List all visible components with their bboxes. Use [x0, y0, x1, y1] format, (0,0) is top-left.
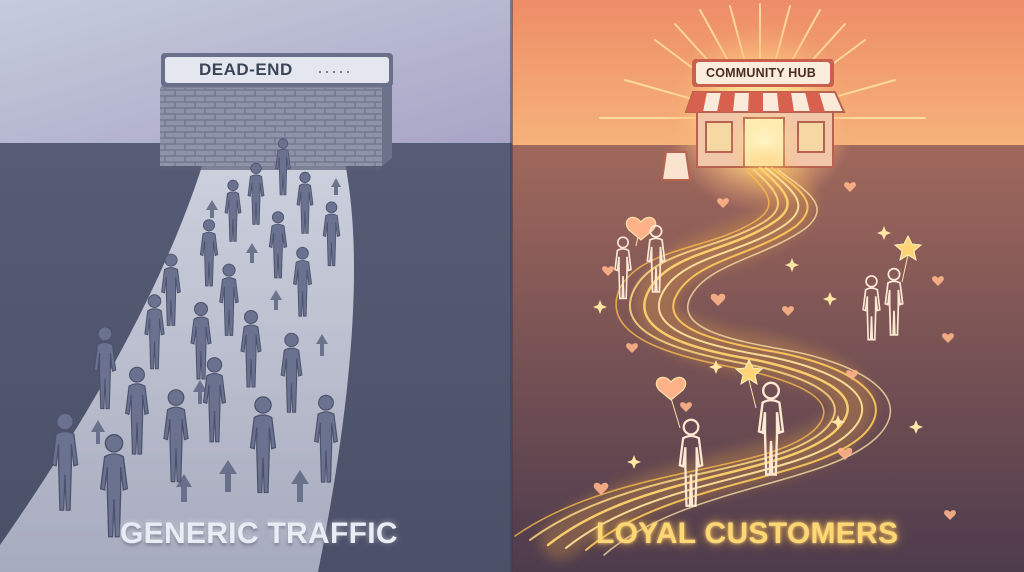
dead-end-sign-label: DEAD-END — [199, 60, 293, 79]
panel-divider — [510, 0, 513, 572]
dead-end-sign — [161, 53, 393, 87]
sparkle-icons — [593, 226, 923, 469]
right-panel — [512, 0, 1024, 572]
arrow-up-icons — [91, 178, 341, 502]
heart-icons — [593, 182, 956, 520]
community-hub-sign-label: COMMUNITY HUB — [705, 66, 816, 80]
left-panel — [0, 0, 512, 572]
loyal-customers-caption: LOYAL CUSTOMERS — [596, 517, 899, 550]
generic-traffic-caption: GENERIC TRAFFIC — [120, 517, 398, 550]
balloon-icons — [625, 216, 923, 429]
brick-wall — [160, 80, 392, 170]
